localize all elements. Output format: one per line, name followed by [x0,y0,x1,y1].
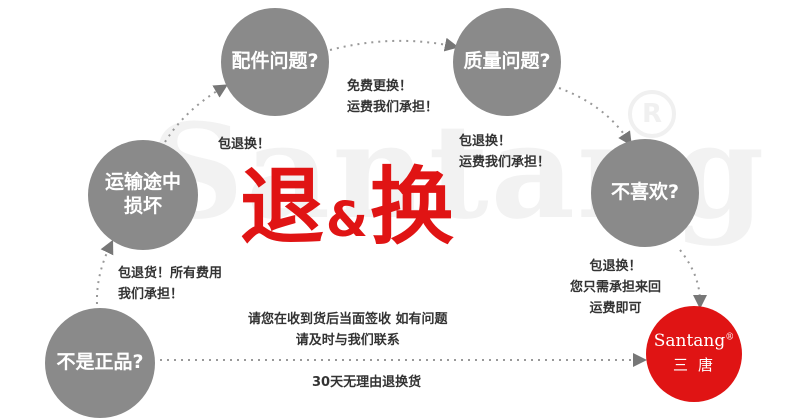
note-quality: 包退换！ 运费我们承担！ [459,134,551,170]
note-parts: 免费更换！ 运费我们承担！ [347,79,439,115]
node-transit-damage: 运输途中损坏 [88,140,198,250]
arrow-not-genuine-to-transit [95,239,114,305]
note-center: 请您在收到货后当面签收 如有问题 请及时与我们联系 [248,312,448,348]
brand-logo: Santang® 三唐 [646,306,742,402]
note-bottom: 30天无理由退换货 [312,375,422,390]
note-dislike: 包退换！ 您只需承担来回 运费即可 [570,259,662,316]
headline-return: 退 [240,158,325,256]
node-not-genuine: 不是正品? [45,308,155,418]
node-parts-issue: 配件问题? [221,8,329,116]
headline-ampersand: & [326,192,368,248]
brand-chinese-name: 三唐 [672,356,723,374]
arrow-transit-to-parts [164,84,229,143]
brand-registered-mark: ® [725,332,735,343]
headline: 退 & 换 [240,165,454,249]
arrow-dislike-to-brand [679,249,707,309]
note-transit: 包退换！ [218,137,271,152]
watermark-registered-mark: R [628,90,676,138]
node-dislike: 不喜欢? [591,139,699,247]
headline-exchange: 换 [369,158,454,256]
arrow-parts-to-quality [329,37,459,52]
note-not-genuine: 包退货！所有费用 我们承担！ [118,266,223,302]
node-quality-issue: 质量问题? [453,8,561,116]
brand-name: Santang [653,331,726,351]
arrow-quality-to-dislike [558,87,632,146]
